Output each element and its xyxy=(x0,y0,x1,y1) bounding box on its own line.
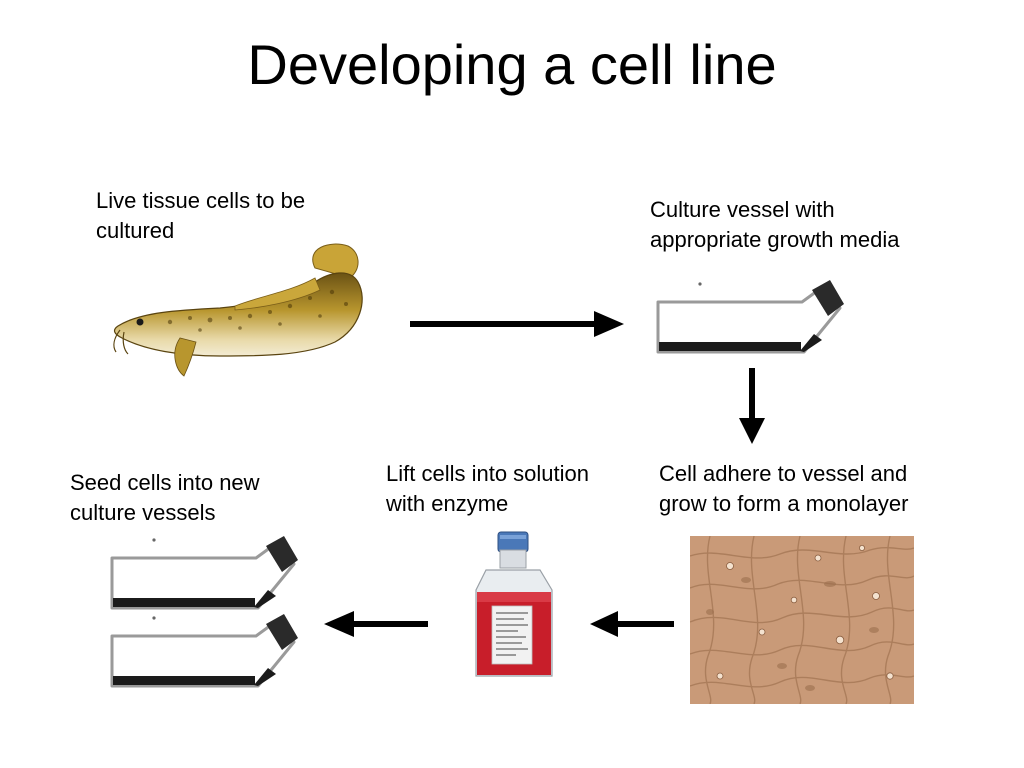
arrow-left-icon xyxy=(324,611,428,637)
page-title: Developing a cell line xyxy=(247,33,777,96)
arrow-down-icon xyxy=(739,368,765,444)
label-culture-vessel: Culture vessel with appropriate growth m… xyxy=(650,197,900,252)
cell-monolayer-micrograph xyxy=(690,536,914,704)
arrow-left-icon xyxy=(590,611,674,637)
culture-flask-icon xyxy=(656,280,844,354)
label-live-tissue: Live tissue cells to be cultured xyxy=(96,188,306,243)
label-lift-cells: Lift cells into solution with enzyme xyxy=(386,461,589,516)
culture-flask-icon xyxy=(110,614,298,688)
label-cell-adhere: Cell adhere to vessel and grow to form a… xyxy=(659,461,909,516)
culture-flask-icon xyxy=(110,536,298,610)
media-bottle-icon xyxy=(475,531,553,677)
arrow-right-icon xyxy=(410,311,624,337)
fish-icon xyxy=(113,243,363,377)
label-seed-cells: Seed cells into new culture vessels xyxy=(70,470,260,525)
